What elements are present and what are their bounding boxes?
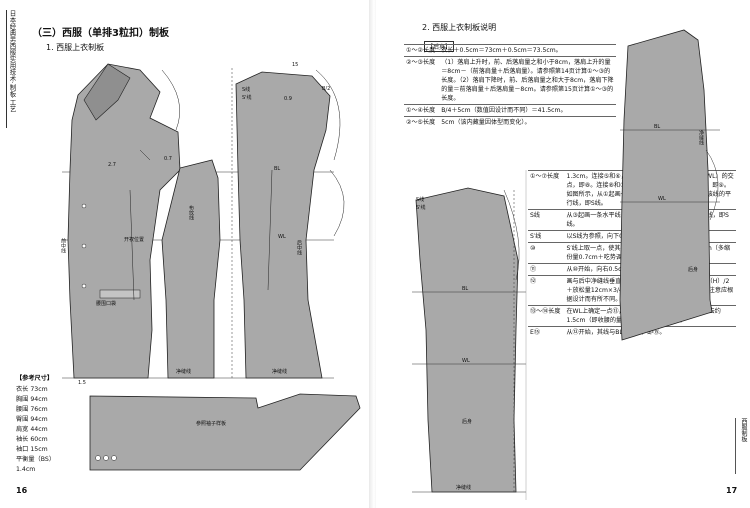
reference-sizes: 【参考尺寸】 衣长 73cm 胸围 94cm 腰围 76cm 臀围 94cm 肩…	[16, 374, 88, 475]
table-row: ①～④长度 B/4＋5cm（数值因设计而不同）＝41.5cm。	[404, 104, 616, 117]
note-value: （1）落肩上升时，前、后落肩量之和小于8cm，落肩上升的量＝8cm－（前落肩量＋…	[439, 56, 616, 105]
back-panel	[235, 71, 331, 379]
upper-center-line-label: 净缝线	[698, 130, 704, 145]
grain-label: 布纹线	[188, 205, 194, 220]
note-key: ⑬～⑭长度	[528, 305, 565, 327]
s2-line-label: S'线	[242, 95, 252, 101]
upper-back-label: 后身	[688, 267, 699, 273]
note-key: S′线	[528, 230, 565, 243]
back-pattern-drawing	[412, 29, 720, 500]
notes-top-table: ①～②长度 衣长＋0.5cm＝73cm＋0.5cm＝73.5cm。 ②～③长度 …	[404, 44, 616, 128]
right-side-tab-text: 西服制板	[740, 418, 747, 442]
reference-item: 袖长 60cm	[16, 436, 48, 443]
upper-bl-label: BL	[654, 124, 661, 130]
side-panel	[161, 159, 221, 379]
note-key: ①～②长度	[404, 44, 440, 57]
reference-item: 袖口 15cm	[16, 446, 48, 453]
note-key: S线	[528, 209, 565, 231]
left-side-tab-text: 日本经典男西服实用技术·制板·工艺	[8, 10, 16, 112]
dim-09: 0.9	[284, 96, 292, 102]
reference-item: 平衡量（BS）	[16, 456, 56, 463]
note-key: ②～③长度	[404, 56, 440, 105]
bl-label: BL	[274, 166, 281, 172]
note-key: ①～④长度	[404, 104, 440, 117]
reference-item: 腰围 76cm	[16, 406, 48, 413]
reference-item: 1.4cm	[16, 466, 36, 473]
s-line-label: S线	[242, 87, 251, 93]
reference-item: 胸围 94cm	[16, 396, 48, 403]
sleeve-panel	[89, 393, 361, 471]
wl-label: WL	[278, 234, 286, 240]
note-value: B/4＋5cm（数值因设计而不同）＝41.5cm。	[439, 104, 616, 117]
dim-15b: 1.5	[78, 380, 86, 386]
left-page: 日本经典男西服实用技术·制板·工艺 （三）西服（单排3粒扣）制板 1. 西服上衣…	[0, 0, 372, 508]
lower-bl-label: BL	[462, 286, 469, 292]
upper-wl-label: WL	[658, 196, 666, 202]
pocket-label: 腰围口袋	[96, 301, 117, 307]
note-key: E⑮	[528, 326, 565, 338]
left-subtitle: 1. 西服上衣制板	[46, 43, 105, 52]
sleeve-plate-label: 参照袖子样板	[196, 421, 227, 427]
lower-back-label: 后身	[462, 419, 473, 425]
book-gutter	[369, 0, 379, 508]
right-section-title: 2. 西服上衣制板说明	[422, 23, 497, 32]
vent-label: 开衩位置	[124, 237, 145, 243]
back-seam-label: 后中线	[296, 240, 302, 255]
pocket-flap	[99, 289, 141, 299]
note-key: ①～⑦长度	[528, 170, 565, 210]
lower-s-label: S线	[416, 197, 425, 203]
note-value: 衣长＋0.5cm＝73cm＋0.5cm＝73.5cm。	[439, 44, 616, 57]
dart-lines	[129, 149, 273, 301]
right-page-number: 17	[726, 486, 738, 495]
ratio-label: B/2	[322, 86, 331, 92]
reference-item: 衣长 73cm	[16, 386, 48, 393]
dim-15: 15	[292, 62, 299, 68]
lower-s2-label: S'线	[416, 205, 426, 211]
dim-27: 2.7	[108, 162, 116, 168]
sleeve-vent-buttons	[95, 455, 117, 461]
lower-guides	[412, 189, 526, 494]
front-panel	[67, 63, 181, 379]
lapel-shape	[83, 63, 131, 121]
back-panel-lower	[415, 187, 519, 493]
arc-guides	[161, 69, 345, 237]
right-side-tab: 西服制板	[735, 418, 750, 474]
table-row: ②～③长度 （1）落肩上升时，前、后落肩量之和小于8cm，落肩上升的量＝8cm－…	[404, 56, 616, 105]
hem-label: 净缝线	[176, 369, 192, 375]
right-page: 2. 西服上衣制板说明 【后身】 ①～②长度 衣长＋0.5cm＝73cm＋0.5…	[376, 0, 750, 508]
front-center-label: 前中线	[60, 238, 66, 253]
hem-label-back: 净缝线	[272, 369, 288, 375]
table-row: ①～②长度 衣长＋0.5cm＝73cm＋0.5cm＝73.5cm。	[404, 44, 616, 57]
reference-item: 臀围 94cm	[16, 416, 48, 423]
note-value: 5cm（该内藏量因体型而变化）。	[439, 116, 616, 128]
note-key: ⑩	[528, 242, 565, 264]
left-page-number: 16	[16, 486, 28, 495]
back-panel-upper	[619, 29, 713, 341]
reference-title: 【参考尺寸】	[16, 375, 54, 382]
reference-item: 肩宽 44cm	[16, 426, 48, 433]
dim-07: 0.7	[164, 156, 172, 162]
lower-center-line-label: 净缝线	[456, 485, 472, 491]
upper-guides	[620, 129, 720, 221]
button-positions	[81, 203, 87, 289]
note-key: ⑫	[528, 275, 565, 306]
table-row: ②～⑤长度 5cm（该内藏量因体型而变化）。	[404, 116, 616, 128]
note-key: ②～⑤长度	[404, 116, 440, 128]
left-side-tab: 日本经典男西服实用技术·制板·工艺	[6, 10, 17, 128]
lower-wl-label: WL	[462, 358, 470, 364]
left-section-title: （三）西服（单排3粒扣）制板	[32, 28, 169, 39]
note-key: ⑪	[528, 263, 565, 276]
jacket-pattern-drawing	[62, 63, 361, 471]
